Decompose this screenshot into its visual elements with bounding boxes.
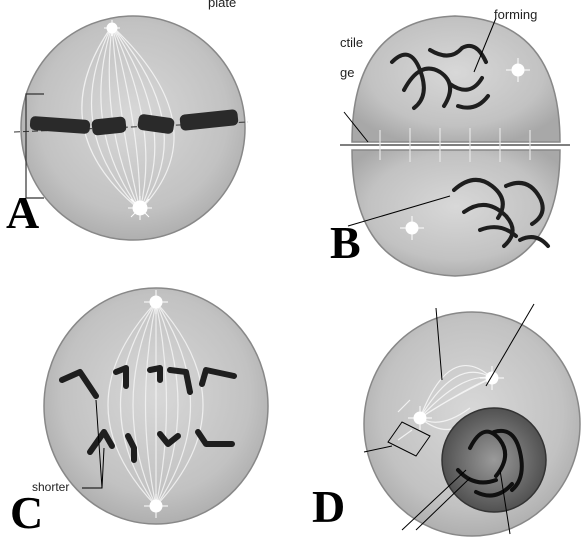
ge-label: ge [340,66,354,79]
panel-c-letter: C [10,490,43,536]
panel-a-metaphase-cell [14,16,248,240]
plate-label: plate [208,0,236,9]
cell-a-centrosome-bottom [128,196,152,220]
ctile-label: ctile [340,36,363,49]
panel-b-telophase-cells [340,16,570,276]
cell-b-bottom-body [352,150,560,276]
panel-b-letter: B [330,220,361,266]
cell-b-top-body [352,16,560,142]
panel-a-letter: A [6,190,39,236]
panel-d-letter: D [312,484,345,530]
panel-d-prophase-cell [364,304,580,536]
shorter-label: shorter [32,481,69,493]
panel-c-anaphase-cell [44,288,268,524]
forming-label: forming [494,8,537,21]
